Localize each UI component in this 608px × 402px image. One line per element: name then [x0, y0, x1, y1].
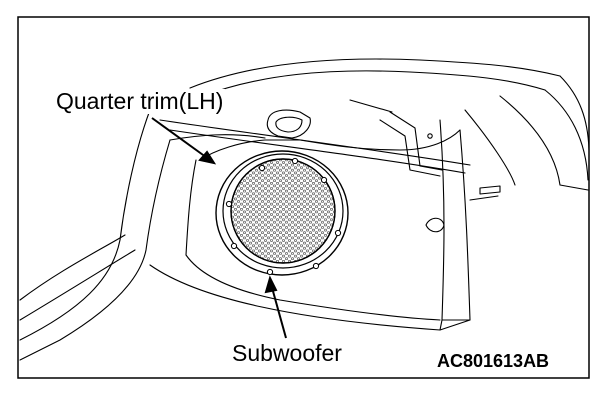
- quarter-trim-label: Quarter trim(LH): [54, 88, 226, 114]
- mounting-screws: [225, 157, 342, 276]
- quarter-trim-leader: [151, 117, 211, 161]
- subwoofer-arrowhead: [264, 275, 278, 294]
- border: [17, 16, 590, 379]
- subwoofer-leader: [270, 283, 287, 339]
- subwoofer-label: Subwoofer: [230, 340, 344, 366]
- quarter-trim-arrowhead: [198, 150, 217, 165]
- leader-lines: [151, 117, 287, 339]
- trunk-interior-lines: [19, 58, 590, 361]
- figure-code: AC801613AB: [437, 351, 550, 371]
- subwoofer-drawing: [215, 150, 349, 276]
